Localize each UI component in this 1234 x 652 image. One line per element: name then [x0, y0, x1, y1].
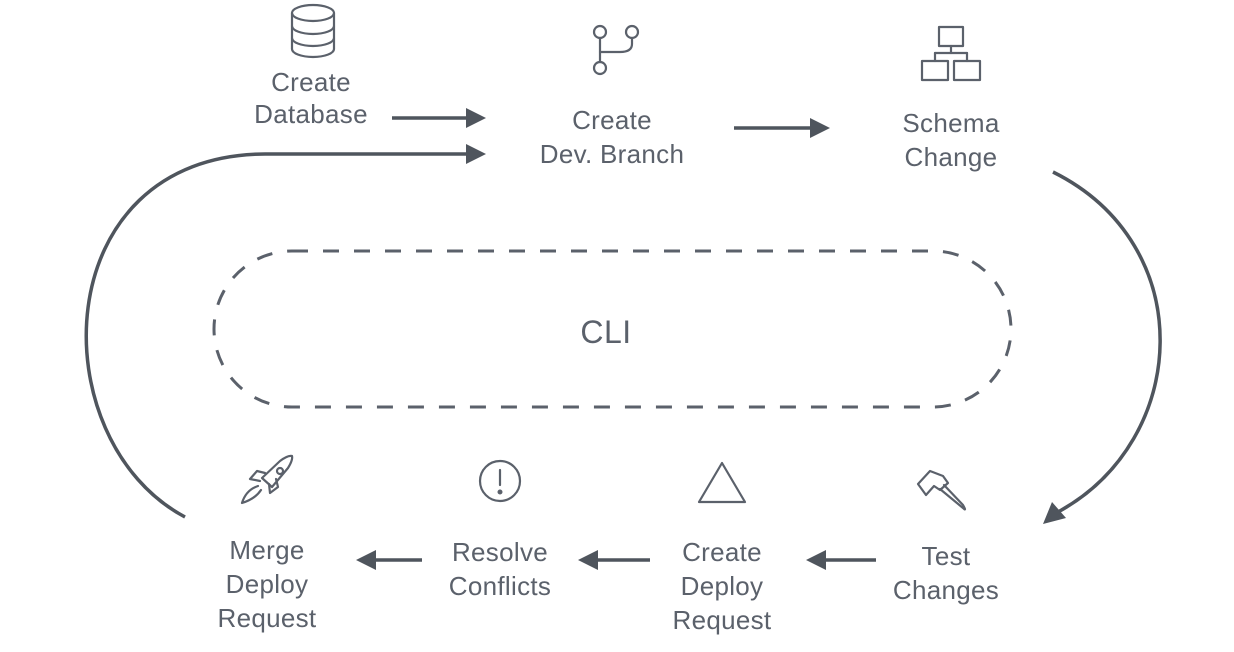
- step-label-line: Test: [922, 541, 971, 571]
- arrow-test-to-deploy: [806, 550, 876, 570]
- arrow-merge-to-branch: [84, 144, 486, 519]
- step-label-line: Request: [673, 605, 772, 635]
- step-create-dev-branch: Create Dev. Branch: [540, 24, 684, 169]
- triangle-icon: [697, 461, 747, 504]
- step-label-line: Conflicts: [449, 571, 551, 601]
- hammer-icon: [916, 469, 967, 511]
- cli-loop-outline: [212, 249, 1013, 409]
- schema-hierarchy-icon: [920, 25, 982, 82]
- step-label-line: Database: [254, 99, 368, 129]
- step-schema-change: Schema Change: [902, 25, 1000, 172]
- step-label-line: Request: [218, 603, 317, 633]
- git-branch-icon: [592, 24, 640, 76]
- step-label-line: Deploy: [681, 571, 764, 601]
- step-label-line: Change: [905, 142, 998, 172]
- rocket-icon: [240, 454, 294, 505]
- step-label-line: Changes: [893, 575, 999, 605]
- step-create-database: Create Database: [254, 3, 368, 129]
- step-create-deploy-request: Create Deploy Request: [673, 461, 772, 635]
- step-label-line: Deploy: [226, 569, 309, 599]
- step-label-line: Schema: [902, 108, 999, 138]
- arrow-database-to-branch: [392, 108, 486, 128]
- arrow-deploy-to-resolve: [578, 550, 650, 570]
- alert-circle-icon: [478, 459, 522, 503]
- arrow-schema-to-test: [1043, 170, 1162, 524]
- step-resolve-conflicts: Resolve Conflicts: [449, 459, 551, 601]
- step-test-changes: Test Changes: [893, 469, 999, 605]
- database-icon: [290, 3, 336, 59]
- step-label-line: Create: [572, 105, 652, 135]
- step-label-line: Create: [271, 67, 351, 97]
- step-label-line: Merge: [229, 535, 304, 565]
- cli-label: CLI: [580, 314, 631, 350]
- step-merge-deploy-request: Merge Deploy Request: [218, 454, 317, 633]
- step-label-line: Create: [682, 537, 762, 567]
- arrow-resolve-to-merge: [356, 550, 422, 570]
- step-label-line: Dev. Branch: [540, 139, 684, 169]
- step-label-line: Resolve: [452, 537, 548, 567]
- arrow-branch-to-schema: [734, 118, 830, 138]
